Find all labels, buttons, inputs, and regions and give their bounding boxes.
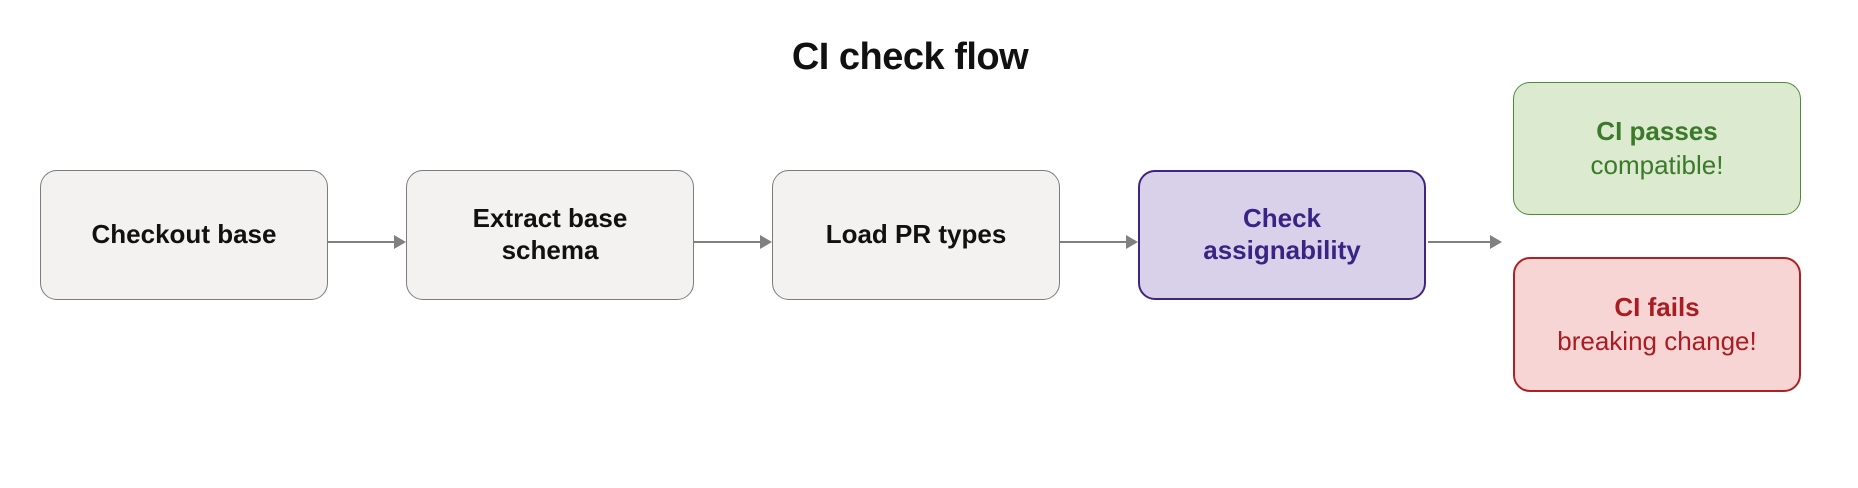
arrow-check-to-outcomes (1428, 235, 1502, 249)
arrow-shaft (694, 241, 760, 243)
node-label: CI passes (1596, 115, 1718, 146)
node-label: Check assignability (1203, 203, 1361, 265)
node-label: Extract base schema (472, 203, 628, 265)
node-checkout-base: Checkout base (40, 170, 328, 300)
node-label: Load PR types (825, 219, 1007, 250)
node-check-assignability: Check assignability (1138, 170, 1426, 300)
arrow-extract-to-load (694, 235, 772, 249)
arrow-checkout-to-extract (328, 235, 406, 249)
node-extract-base-schema: Extract base schema (406, 170, 694, 300)
arrow-shaft (1428, 241, 1490, 243)
node-ci-passes: CI passes compatible! (1513, 82, 1801, 215)
arrowhead-icon (760, 235, 772, 249)
node-sublabel: breaking change! (1557, 325, 1757, 356)
arrowhead-icon (1126, 235, 1138, 249)
node-label: Checkout base (91, 219, 277, 250)
arrowhead-icon (1490, 235, 1502, 249)
arrow-shaft (328, 241, 394, 243)
arrowhead-icon (394, 235, 406, 249)
diagram-title: CI check flow (791, 36, 1029, 78)
node-load-pr-types: Load PR types (772, 170, 1060, 300)
arrow-load-to-check (1060, 235, 1138, 249)
node-sublabel: compatible! (1590, 149, 1724, 180)
arrow-shaft (1060, 241, 1126, 243)
node-label: CI fails (1614, 291, 1700, 322)
node-ci-fails: CI fails breaking change! (1513, 257, 1801, 392)
